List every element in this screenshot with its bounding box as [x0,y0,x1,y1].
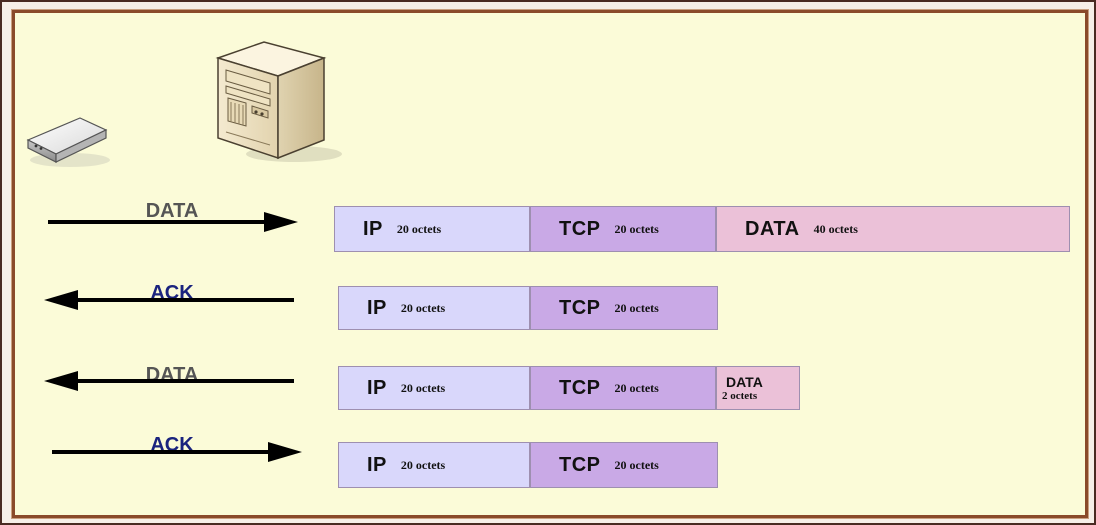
segment-data: DATA 40 octets [716,206,1070,252]
arrow-left-icon [44,371,294,391]
segment-name: TCP [559,296,601,319]
segment-size: 40 octets [813,221,858,236]
diagram-panel [11,9,1089,519]
segment-name: IP [367,453,387,476]
segment-tcp: TCP 20 octets [530,206,716,252]
segment-name: IP [367,296,387,319]
segment-name: TCP [559,217,601,240]
arrow-right-icon [52,442,302,462]
arrow-label: DATA [145,200,199,222]
segment-name: IP [367,376,387,399]
segment-name: IP [363,217,383,240]
segment-name: DATA [745,217,800,240]
segment-size: 2 octets [722,389,758,402]
terminal-icon [26,117,110,167]
segment-name: DATA [726,373,763,390]
segment-ip: IP 20 octets [338,442,530,488]
segment-size: 20 octets [614,380,659,395]
segment-tcp: TCP 20 octets [530,442,718,488]
segment-tcp: TCP 20 octets [530,366,716,410]
segment-name: TCP [559,376,601,399]
segment-size: 20 octets [400,380,446,395]
segment-size: 20 octets [396,221,442,236]
segment-ip: IP 20 octets [338,286,530,330]
segment-size: 20 octets [614,300,659,315]
segment-size: 20 octets [614,221,659,236]
segment-size: 20 octets [614,457,659,472]
segment-size: 20 octets [400,300,446,315]
server-icon [215,41,342,162]
segment-name: TCP [559,453,601,476]
segment-tcp: TCP 20 octets [530,286,718,330]
arrow-left-icon [44,290,294,310]
segment-size: 20 octets [400,457,446,472]
arrow-right-icon [48,212,298,232]
segment-ip: IP 20 octets [338,366,530,410]
segment-ip: IP 20 octets [334,206,530,252]
